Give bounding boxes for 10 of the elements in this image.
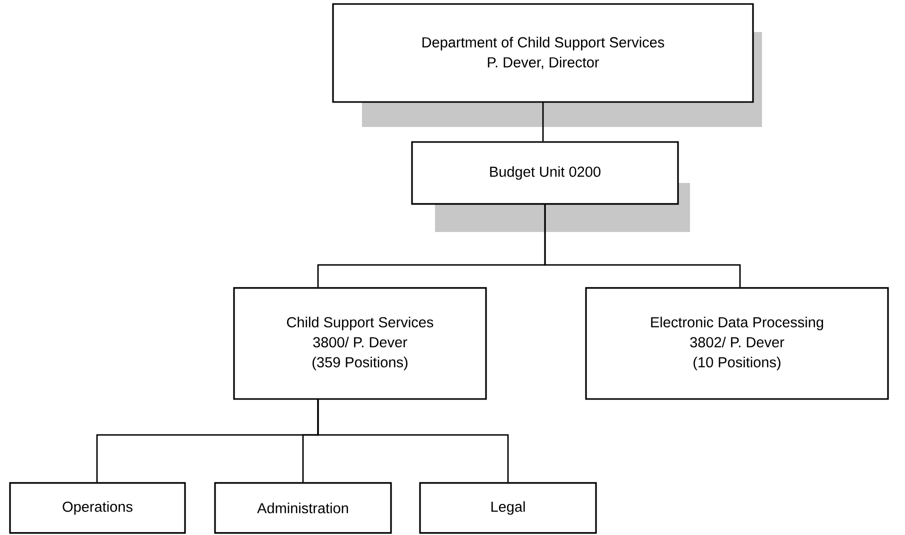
org-box: Legal (419, 482, 597, 534)
org-box: Administration (214, 482, 392, 534)
org-box: Budget Unit 0200 (411, 141, 679, 205)
org-box: Child Support Services 3800/ P. Dever (359 Positions) (233, 287, 487, 400)
connector-line (544, 204, 741, 288)
org-box: Department of Child Support Services P. Dever, Director (332, 3, 754, 103)
connector-line (317, 399, 509, 482)
org-box: Operations (9, 482, 186, 534)
org-box: Electronic Data Processing 3802/ P. Dever (10 Positions) (585, 287, 889, 400)
connector-line (542, 102, 544, 142)
